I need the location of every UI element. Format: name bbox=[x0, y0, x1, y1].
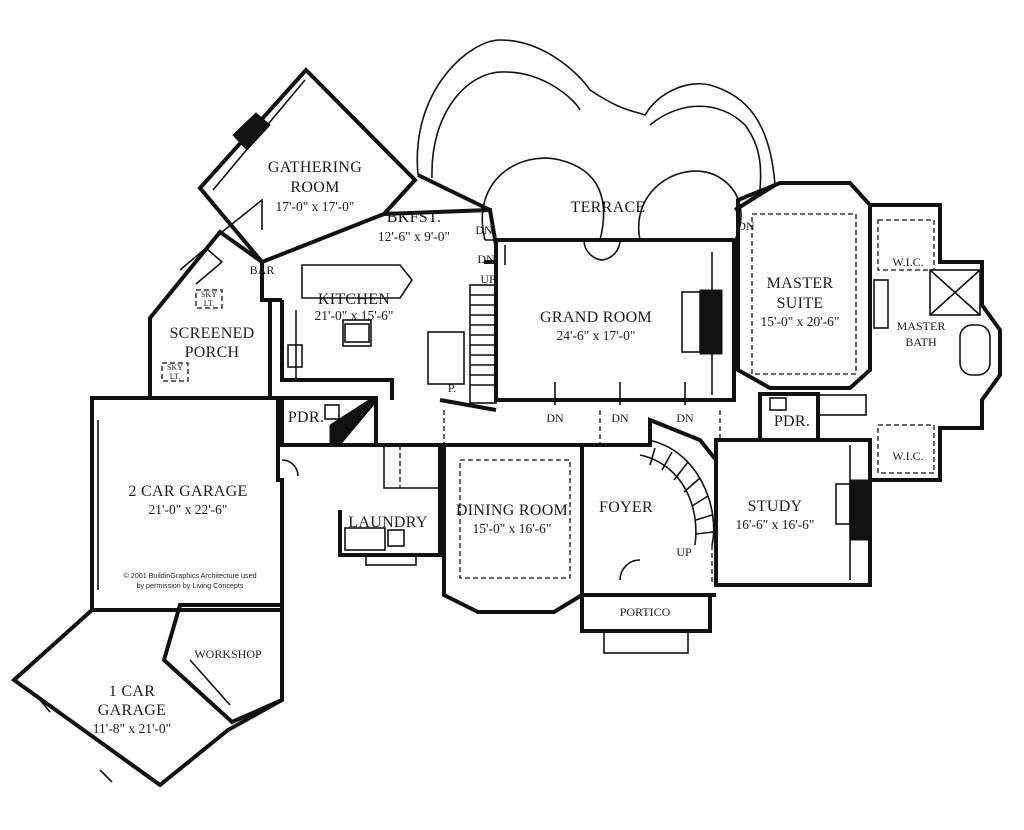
study-dims: 16'-6" x 16'-6" bbox=[736, 517, 815, 532]
bkfst-label: BKFST. bbox=[387, 209, 441, 226]
gathering-room-label: GATHERING bbox=[268, 159, 362, 176]
copyright-line-1: © 2001 BuildinGraphics Architecture used bbox=[123, 571, 256, 580]
pdr-right-label: PDR. bbox=[774, 413, 810, 430]
up-marker-foyer-stair: UP bbox=[676, 545, 692, 559]
dn-marker-bkfst: DN bbox=[475, 223, 493, 237]
dn-marker-back-stair: DN bbox=[477, 252, 495, 266]
skylight-1-label: SKY bbox=[201, 290, 217, 299]
gathering-fireplace-icon bbox=[232, 112, 271, 151]
master-bath-label: MASTER bbox=[897, 319, 946, 333]
foyer-label: FOYER bbox=[599, 499, 653, 516]
screened-porch-label: SCREENED bbox=[169, 325, 254, 342]
dn-marker-grand-1: DN bbox=[546, 411, 564, 425]
one-car-garage-label-2: GARAGE bbox=[98, 702, 166, 719]
two-car-garage-label: 2 CAR GARAGE bbox=[128, 483, 247, 500]
kitchen-dims: 21'-0" x 15'-6" bbox=[315, 308, 394, 323]
bkfst-dims: 12'-6" x 9'-0" bbox=[378, 229, 450, 244]
screened-porch-label-2: PORCH bbox=[185, 344, 240, 361]
portico bbox=[580, 593, 712, 654]
master-suite-label-2: SUITE bbox=[777, 295, 824, 312]
one-car-garage-dims: 11'-8" x 21'-0" bbox=[93, 721, 171, 736]
kitchen-label: KITCHEN bbox=[318, 291, 390, 308]
back-stairs bbox=[427, 284, 497, 412]
master-suite-dims: 15'-0" x 20'-6" bbox=[761, 314, 840, 329]
one-car-garage bbox=[10, 603, 284, 788]
dining-room-label: DINING ROOM bbox=[456, 502, 568, 519]
master-bath bbox=[870, 203, 1002, 482]
gathering-room-dims: 17'-0" x 17'-0" bbox=[276, 199, 355, 214]
gathering-room-label-2: ROOM bbox=[290, 179, 339, 196]
study-label: STUDY bbox=[748, 498, 803, 515]
portico-label: PORTICO bbox=[620, 605, 671, 619]
gathering-room bbox=[197, 67, 418, 265]
bar-label: BAR bbox=[250, 263, 275, 277]
skylight-2-label: SKY bbox=[167, 363, 183, 372]
up-marker-back-stair: UP bbox=[480, 272, 496, 286]
pantry-label: P. bbox=[448, 381, 456, 395]
laundry bbox=[281, 443, 442, 566]
grand-room-label: GRAND ROOM bbox=[540, 309, 652, 326]
skylight-2-label-2: LT. bbox=[170, 372, 180, 381]
terrace-label: TERRACE bbox=[571, 199, 646, 216]
laundry-label: LAUNDRY bbox=[348, 514, 428, 531]
dining-room-dims: 15'-0" x 16'-6" bbox=[473, 521, 552, 536]
master-suite-label: MASTER bbox=[767, 275, 834, 292]
copyright-line-2: by permission by Living Concepts bbox=[136, 581, 243, 590]
powder-room-right bbox=[758, 392, 867, 442]
workshop-label: WORKSHOP bbox=[194, 647, 262, 661]
skylight-1-label-2: LT. bbox=[204, 299, 214, 308]
pdr-left-label: PDR. bbox=[288, 409, 324, 426]
dn-marker-grand-3: DN bbox=[676, 411, 694, 425]
grand-room-dims: 24'-6" x 17'-0" bbox=[557, 328, 636, 343]
dn-marker-grand-2: DN bbox=[611, 411, 629, 425]
two-car-garage-dims: 21'-0" x 22'-6" bbox=[149, 502, 228, 517]
dn-marker-master: DN bbox=[737, 219, 755, 233]
wic-top-label: W.I.C. bbox=[892, 255, 923, 269]
hall-openings bbox=[399, 410, 721, 595]
step-arrows bbox=[504, 245, 686, 405]
wic-bottom-label: W.I.C. bbox=[892, 449, 923, 463]
master-bath-label-2: BATH bbox=[905, 335, 937, 349]
one-car-garage-label: 1 CAR bbox=[109, 683, 155, 700]
